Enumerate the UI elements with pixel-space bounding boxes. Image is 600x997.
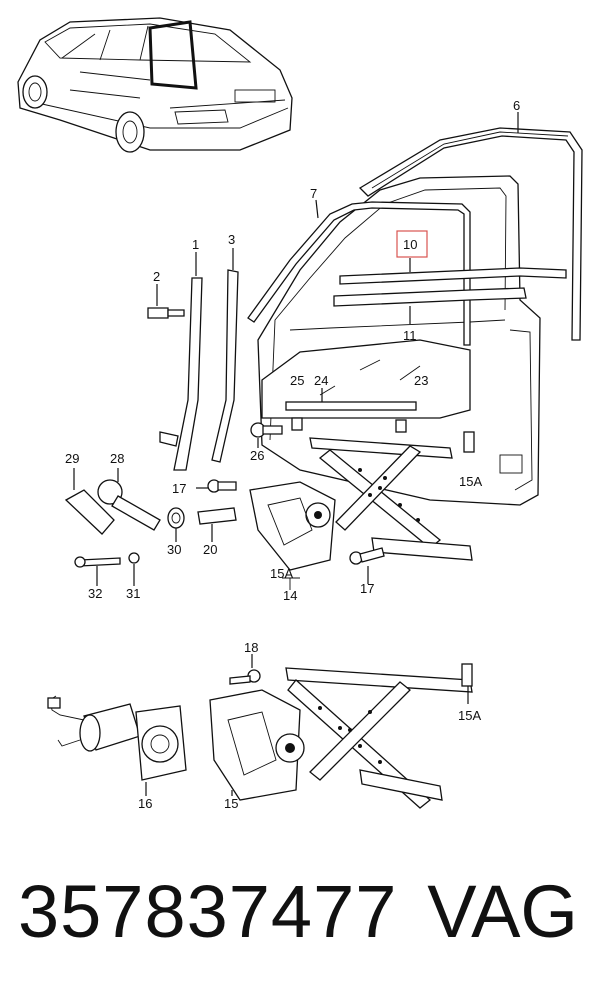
label-3: 3 (228, 232, 235, 247)
label-17a: 17 (172, 481, 186, 496)
seal-6 (358, 112, 583, 341)
car-illustration (17, 17, 293, 153)
label-24: 24 (314, 373, 328, 388)
seal-7 (247, 199, 471, 346)
label-15: 15 (224, 796, 238, 811)
handle-parts (64, 468, 237, 586)
label-10-box (396, 230, 428, 258)
label-14: 14 (283, 588, 297, 603)
parts-diagram: 6 7 10 11 1 3 2 25 24 23 26 15A 29 28 17… (17, 17, 583, 811)
label-23: 23 (414, 373, 428, 388)
part-number: 357837477 (18, 870, 398, 953)
label-10: 10 (403, 237, 417, 252)
label-18: 18 (244, 640, 258, 655)
label-30: 30 (167, 542, 181, 557)
strip-10 (339, 258, 567, 285)
label-1: 1 (192, 237, 199, 252)
label-16: 16 (138, 796, 152, 811)
brand-name: VAG (427, 870, 578, 953)
label-15a-2: 15A (270, 566, 293, 581)
part-labels: 6 7 10 11 1 3 2 25 24 23 26 15A 29 28 17… (65, 98, 520, 811)
label-25: 25 (290, 373, 304, 388)
bolt-26 (250, 422, 283, 448)
window-regulator-lower (209, 654, 473, 809)
window-regulator-upper (249, 431, 475, 571)
label-6: 6 (513, 98, 520, 113)
label-32: 32 (88, 586, 102, 601)
label-26: 26 (250, 448, 264, 463)
label-28: 28 (110, 451, 124, 466)
rail-parts-1-3 (147, 248, 239, 471)
bolt-17b (282, 547, 385, 590)
label-15a-1: 15A (459, 474, 482, 489)
door-frame (257, 175, 541, 506)
label-11: 11 (403, 328, 417, 343)
motor-16 (47, 695, 187, 796)
label-29: 29 (65, 451, 79, 466)
label-20: 20 (203, 542, 217, 557)
label-31: 31 (126, 586, 140, 601)
bolt-17a (196, 479, 237, 493)
glass-channel-24 (285, 388, 417, 433)
strip-11 (333, 287, 527, 324)
label-7: 7 (310, 186, 317, 201)
label-2: 2 (153, 269, 160, 284)
label-15a-3: 15A (458, 708, 481, 723)
label-17b: 17 (360, 581, 374, 596)
